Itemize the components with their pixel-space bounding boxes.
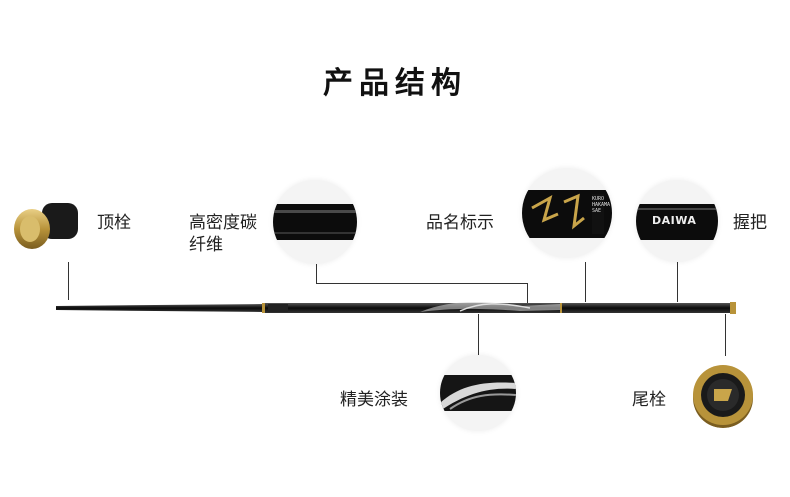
page-title: 产品结构 [323,66,467,101]
carbon-label-line1: 高密度碳 [189,213,257,233]
carbon-connector-left [316,264,317,284]
grip-connector [677,262,678,302]
carbon-label-line2: 纤维 [189,235,223,255]
butt-cap-label: 尾栓 [632,390,666,410]
carbon-connector-horizontal [316,283,528,284]
grip-brand: DAIWA [652,214,697,227]
name-mark-connector [585,262,586,302]
carbon-fiber-image [273,180,357,264]
carbon-connector-right [527,283,528,303]
butt-cap-connector [725,314,726,356]
coating-label: 精美涂装 [340,390,408,410]
name-mark-label: 品名标示 [426,213,494,233]
top-cap-connector [68,262,69,300]
top-cap-image [8,185,84,261]
grip-image: DAIWA [636,180,718,262]
coating-connector [478,314,479,356]
butt-cap-image [690,362,756,428]
name-mark-image: KURO HAKAMA SAE [522,168,612,258]
name-mark-engraving: KURO HAKAMA SAE [592,196,611,214]
coating-image [440,355,516,431]
top-cap-label: 顶栓 [97,213,131,233]
grip-label: 握把 [733,213,767,233]
